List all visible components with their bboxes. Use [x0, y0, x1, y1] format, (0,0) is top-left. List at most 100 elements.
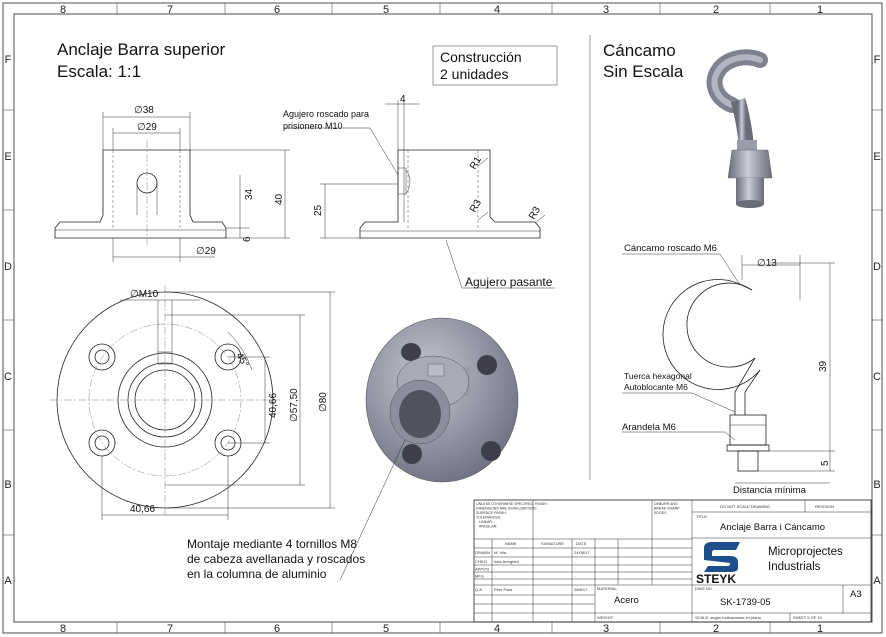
company-name-2: Industrials [768, 561, 821, 573]
role: DRAWN [475, 550, 490, 555]
zone-col: 8 [60, 4, 66, 16]
mount-note-line: en la columna de aluminio [187, 567, 327, 581]
front-view [54, 112, 290, 262]
dim-v-40-66: 40,66 [268, 393, 279, 418]
dim-h39: 39 [818, 360, 829, 372]
nut-label-2: Autoblocante M6 [624, 382, 688, 392]
col-signature: SIGNATURE [541, 541, 564, 546]
date: - [574, 559, 576, 564]
threaded-hole-note-2: prisionero M10 [283, 121, 343, 131]
top-view [50, 285, 335, 520]
zone-row: F [5, 54, 12, 66]
name: M. Vila [494, 550, 507, 555]
washer-label: Arandela M6 [622, 422, 676, 433]
zone-col: 5 [383, 623, 389, 635]
zone-row: C [873, 371, 881, 383]
dim-d38: ∅38 [134, 105, 154, 116]
zone-dividers [3, 3, 882, 633]
zone-row: A [4, 575, 12, 587]
deburr-note: BREAK SHARP [654, 507, 680, 511]
sheet-number: SHEET 5 OF 10 [793, 615, 823, 620]
mount-note-leader [339, 439, 406, 581]
zone-col: 8 [60, 623, 66, 635]
zone-col: 6 [274, 623, 280, 635]
zone-row: D [873, 261, 881, 273]
construction-box [432, 45, 558, 86]
eyebolt-title: Cáncamo [603, 41, 676, 60]
threaded-hole-note: Agujero roscado para [283, 109, 369, 119]
company-name: Microprojectes [768, 546, 843, 558]
tolerance-note: ANGULAR: [479, 525, 497, 529]
part-title: Anclaje Barra superior [57, 40, 226, 59]
dim-h34: 34 [244, 188, 255, 200]
zone-col: 1 [817, 623, 823, 635]
date: - [574, 574, 576, 579]
inner-frame [13, 13, 873, 623]
date: 24/08/17 [574, 550, 590, 555]
dim-r3-inner: R3 [468, 198, 484, 215]
zone-col: 3 [603, 623, 609, 635]
zone-col: 7 [167, 623, 173, 635]
tolerance-note: DIMENSIONS ARE IN MILLIMETERS [476, 507, 537, 511]
do-not-scale: DO NOT SCALE DRAWING [720, 504, 770, 509]
zone-col: 3 [603, 4, 609, 16]
steyk-logo: STEYK [696, 542, 740, 586]
zone-col: 1 [817, 4, 823, 16]
dim-d29-bottom: ∅29 [196, 246, 216, 257]
role: CHK'D [475, 559, 487, 564]
dim-r1: R1 [468, 155, 484, 172]
deburr-note: DEBURR AND [654, 502, 678, 506]
material-value: Acero [614, 595, 639, 606]
nut-label: Tuerca hexagonal [624, 371, 692, 381]
dim-t6: 6 [242, 236, 253, 242]
zone-row: B [4, 479, 11, 491]
threaded-eyebolt-label: Cáncamo roscado M6 [624, 243, 717, 254]
finish-label: FINISH: [535, 502, 548, 506]
revision-label: REVISION [815, 504, 834, 509]
eyebolt-line-view [622, 253, 835, 484]
dim-r3-outer: R3 [527, 205, 543, 222]
min-distance-label: Distancia mínima [733, 485, 807, 496]
zone-col: 4 [494, 4, 500, 16]
construction-qty: 2 unidades [440, 66, 509, 82]
zone-col: 6 [274, 4, 280, 16]
eyebolt-scale: Sin Escala [603, 62, 684, 81]
title-block [473, 499, 872, 623]
dim-d57-50: ∅57,50 [289, 388, 300, 422]
role: Q.A [475, 587, 482, 592]
dim-m10: ∅M10 [130, 289, 159, 300]
dim-d29-top: ∅29 [137, 122, 157, 133]
approval-rows: DRAWN M. Vila 24/08/17 CHK'D Inés Arregh… [475, 550, 590, 592]
name: Inés Arreghini [494, 559, 519, 564]
role: MFG [475, 574, 484, 579]
dim-w4: 4 [400, 94, 406, 105]
material-label: MATERIAL: [597, 586, 618, 591]
through-hole-note: Agujero pasante [465, 275, 553, 289]
dim-h-40-66: 40,66 [130, 504, 155, 515]
zone-labels: 8 7 6 5 4 3 2 1 8 7 6 5 4 3 2 1 F E D C … [4, 4, 881, 635]
anchor-3d-render [365, 317, 519, 483]
name: - [494, 574, 496, 579]
tolerance-note: UNLESS OTHERWISE SPECIFIED: [476, 502, 534, 506]
zone-col: 7 [167, 4, 173, 16]
col-date: DATE [576, 541, 587, 546]
name: Pere Pará [494, 587, 513, 592]
col-name: NAME [505, 541, 517, 546]
name: - [494, 567, 496, 572]
zone-col: 4 [494, 623, 500, 635]
tolerance-note: TOLERANCES: [476, 516, 501, 520]
part-scale: Escala: 1:1 [57, 62, 141, 81]
zone-row: A [873, 575, 881, 587]
mount-note-line: Montaje mediante 4 tornillos M8 [187, 537, 357, 551]
zone-col: 2 [713, 4, 719, 16]
dim-h25: 25 [313, 204, 324, 216]
zone-col: 2 [713, 623, 719, 635]
zone-row: F [874, 54, 881, 66]
role: APPV'D [475, 567, 489, 572]
dim-d13: ∅13 [757, 258, 777, 269]
logo-text: STEYK [696, 572, 736, 586]
title-label: TITLE: [696, 514, 708, 519]
sheet-size: A3 [850, 589, 862, 600]
